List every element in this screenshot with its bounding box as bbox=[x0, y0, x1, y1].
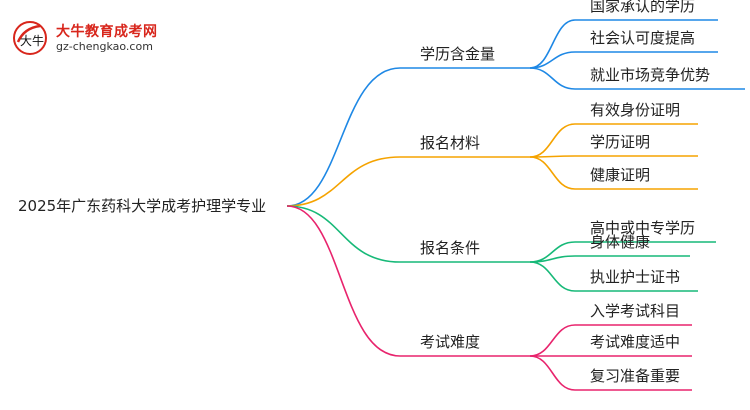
leaf-topic: 社会认可度提高 bbox=[590, 29, 696, 47]
branch-topic: 考试难度 bbox=[420, 333, 481, 351]
leaf-connector bbox=[529, 324, 576, 357]
leaf-connector bbox=[529, 19, 576, 69]
leaf-topic: 就业市场竞争优势 bbox=[590, 66, 711, 84]
logo-url: gz-chengkao.com bbox=[56, 40, 153, 53]
leaf-topic: 入学考试科目 bbox=[590, 302, 681, 320]
leaf-connector bbox=[529, 255, 576, 263]
branch-topic: 学历含金量 bbox=[420, 45, 496, 63]
leaf-topic: 执业护士证书 bbox=[590, 268, 681, 286]
branch-connector bbox=[286, 67, 401, 207]
branch-topic: 报名材料 bbox=[420, 134, 481, 152]
root-topic: 2025年广东药科大学成考护理学专业 bbox=[18, 197, 267, 215]
branch-connector bbox=[286, 205, 401, 357]
leaf-topic: 身体健康 bbox=[590, 233, 651, 251]
leaf-topic: 健康证明 bbox=[590, 166, 651, 184]
logo-name: 大牛教育成考网 bbox=[56, 24, 158, 40]
logo-mark-icon: 大牛 bbox=[13, 21, 47, 55]
svg-text:大牛: 大牛 bbox=[20, 33, 44, 48]
site-logo[interactable]: 大牛 大牛教育成考网 gz-chengkao.com bbox=[10, 18, 180, 58]
leaf-topic: 高中或中专学历 bbox=[590, 219, 696, 237]
leaf-connector bbox=[529, 156, 576, 190]
branch-topic: 报名条件 bbox=[420, 239, 481, 257]
leaf-connector bbox=[529, 67, 576, 90]
leaf-topic: 复习准备重要 bbox=[590, 367, 681, 385]
branch-connector bbox=[286, 205, 401, 263]
leaf-connector bbox=[529, 355, 576, 391]
leaf-topic: 学历证明 bbox=[590, 133, 651, 151]
leaf-topic: 考试难度适中 bbox=[590, 333, 681, 351]
leaf-connector bbox=[529, 261, 576, 292]
leaf-connector bbox=[529, 123, 576, 158]
leaf-connector bbox=[529, 51, 576, 69]
branch-connector bbox=[286, 156, 401, 207]
leaf-topic: 有效身份证明 bbox=[590, 101, 681, 119]
leaf-topic: 国家承认的学历 bbox=[590, 0, 696, 15]
